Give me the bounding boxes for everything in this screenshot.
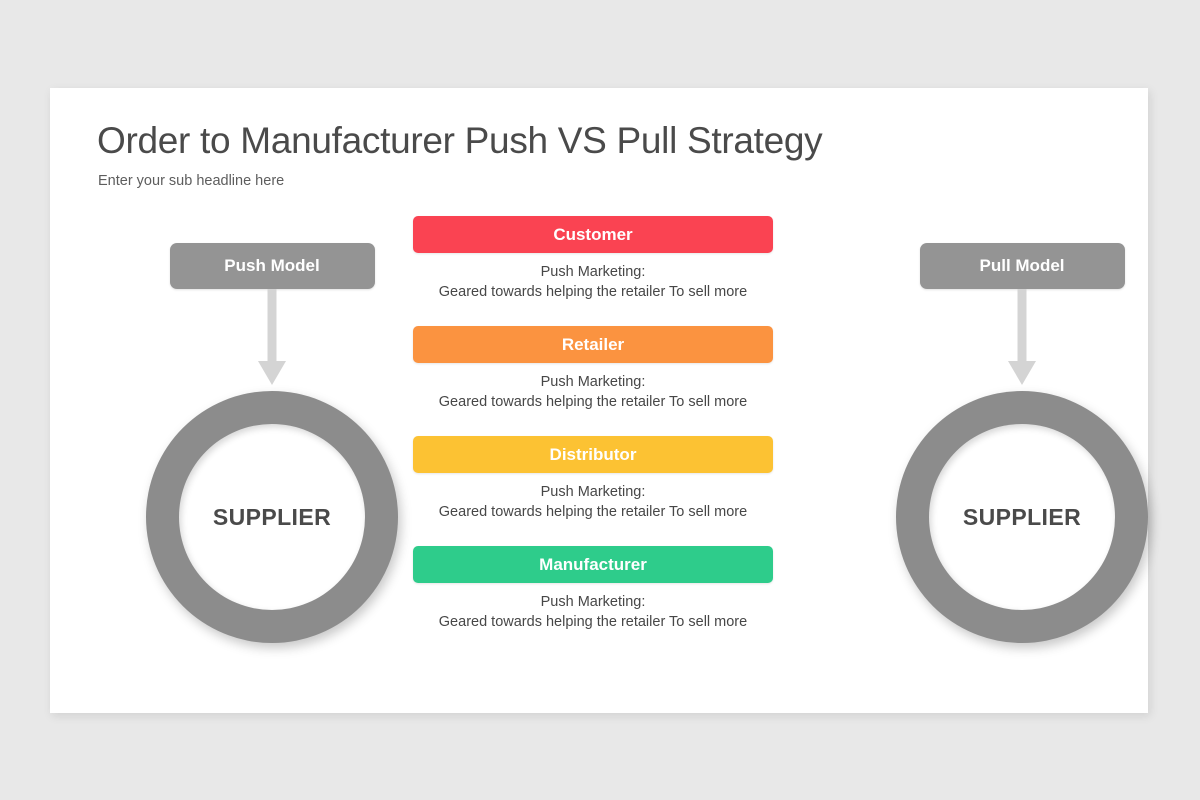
push-model-badge[interactable]: Push Model [169,243,375,289]
arrow-down-icon [257,289,287,385]
stage-desc-customer-line1: Push Marketing: [540,264,646,280]
stage-desc-manufacturer-line2: Geared towards helping the retailer To s… [438,614,748,630]
pull-supplier-inner-circle: SUPPLIER [929,424,1115,610]
stage-item-manufacturer: Manufacturer Push Marketing: Geared towa… [413,546,773,632]
stage-desc-manufacturer: Push Marketing: Geared towards helping t… [413,592,773,632]
stage-desc-manufacturer-line1: Push Marketing: [540,594,646,610]
arrow-head [1008,361,1036,385]
pull-model-column: Pull Model SUPPLIER [872,243,1172,643]
stage-desc-distributor: Push Marketing: Geared towards helping t… [413,482,773,522]
stage-desc-customer: Push Marketing: Geared towards helping t… [413,262,773,302]
push-model-column: Push Model SUPPLIER [122,243,422,643]
stage-desc-distributor-line2: Geared towards helping the retailer To s… [438,504,748,520]
stage-bar-customer-label: Customer [553,224,633,244]
stage-desc-customer-line2: Geared towards helping the retailer To s… [438,284,748,300]
pull-model-badge-label: Pull Model [979,256,1065,275]
arrow-shaft [1017,289,1027,365]
stage-desc-distributor-line1: Push Marketing: [540,484,646,500]
stage-desc-retailer-line2: Geared towards helping the retailer To s… [438,394,748,410]
stage-desc-retailer: Push Marketing: Geared towards helping t… [413,372,773,412]
page-subtitle: Enter your sub headline here [98,173,285,189]
stage-list: Customer Push Marketing: Geared towards … [413,216,773,632]
page-title: Order to Manufacturer Push VS Pull Strat… [97,120,823,161]
stage-bar-manufacturer[interactable]: Manufacturer [413,546,773,583]
stage-item-distributor: Distributor Push Marketing: Geared towar… [413,436,773,522]
stage-item-customer: Customer Push Marketing: Geared towards … [413,216,773,302]
pull-supplier-node[interactable]: SUPPLIER [896,391,1148,643]
stage-bar-retailer[interactable]: Retailer [413,326,773,363]
stage-item-retailer: Retailer Push Marketing: Geared towards … [413,326,773,412]
slide-card: Order to Manufacturer Push VS Pull Strat… [50,88,1148,713]
stage-bar-customer[interactable]: Customer [413,216,773,253]
arrow-down-icon [1007,289,1037,385]
stage-bar-distributor[interactable]: Distributor [413,436,773,473]
push-supplier-node[interactable]: SUPPLIER [146,391,398,643]
arrow-shaft [267,289,277,365]
push-model-badge-label: Push Model [224,256,320,275]
stage-bar-distributor-label: Distributor [549,444,637,464]
pull-supplier-label: SUPPLIER [962,503,1082,530]
stage-bar-manufacturer-label: Manufacturer [539,554,647,574]
pull-model-badge[interactable]: Pull Model [919,243,1125,289]
push-supplier-label: SUPPLIER [212,503,332,530]
arrow-head [258,361,286,385]
stage-desc-retailer-line1: Push Marketing: [540,374,646,390]
stage-bar-retailer-label: Retailer [561,334,625,354]
push-supplier-inner-circle: SUPPLIER [179,424,365,610]
